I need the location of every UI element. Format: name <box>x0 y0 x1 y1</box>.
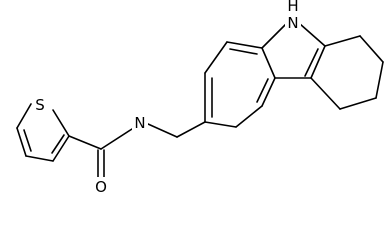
molecule-structure: S N O N H <box>16 0 384 196</box>
bond-pyrrole-2 <box>299 23 326 47</box>
benzene-ring <box>204 41 276 128</box>
thiophene-sulfur-label: S <box>35 96 45 114</box>
bond-b2-b3 <box>204 41 228 74</box>
bond-cy-2 <box>359 35 384 63</box>
bond-cy-5 <box>310 77 341 110</box>
bond-c4-c5 <box>52 135 70 162</box>
bond-carbonyl-n <box>100 128 133 150</box>
thiophene-ring <box>16 103 70 162</box>
bond-c2-c3-inner <box>23 129 32 152</box>
bond-c4-c5-inner <box>51 134 65 154</box>
bond-b5-b6-inner <box>256 78 269 103</box>
bond-b3-b4-inner <box>229 48 258 55</box>
bond-b7-b1 <box>204 121 237 128</box>
pyrrole-ring <box>261 23 326 79</box>
atom-labels: S N O N H <box>32 0 301 196</box>
cyclohexane-ring <box>310 35 384 110</box>
bond-cy-1 <box>324 35 361 47</box>
bond-pyrrole-1 <box>261 23 287 49</box>
bond-b4-b5 <box>261 47 276 79</box>
indole-hydrogen-label: H <box>287 0 298 15</box>
bond-cy-4 <box>339 97 377 110</box>
bond-thiophene-carbonyl <box>68 135 102 150</box>
carbonyl-oxygen-label: O <box>95 178 107 196</box>
bond-ch2-ring <box>176 121 206 138</box>
bond-b6-b7 <box>235 105 263 128</box>
bond-c2-c3 <box>16 127 27 157</box>
bond-s-c2 <box>16 103 32 129</box>
indole-nitrogen-label: N <box>287 14 298 32</box>
bond-pyrrole-3-inner <box>304 48 319 77</box>
bond-c3-c4 <box>25 155 54 162</box>
structure-canvas: S N O N H <box>16 0 384 196</box>
bond-pyrrole-3 <box>310 45 326 79</box>
bond-n-ch2 <box>147 123 178 138</box>
amide-nitrogen-label: N <box>134 114 145 132</box>
bond-b3-b4 <box>226 41 263 49</box>
bond-c5-s <box>52 109 70 137</box>
amide-linker <box>68 121 206 181</box>
bond-b5-b6 <box>261 77 276 107</box>
bond-cy-3 <box>375 61 384 99</box>
